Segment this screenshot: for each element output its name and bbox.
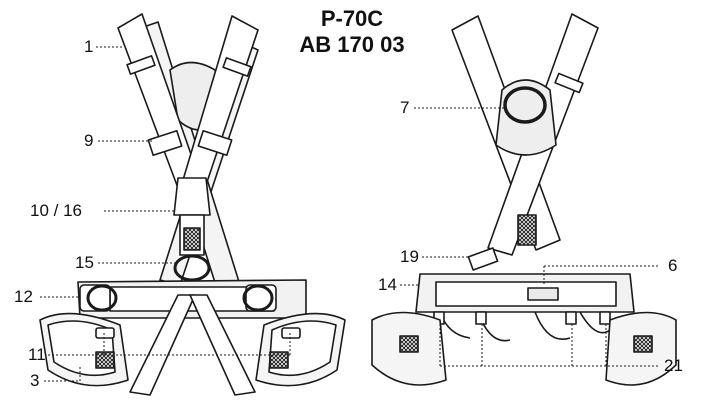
front-leg-mesh-right [269, 351, 289, 369]
back-view [371, 13, 677, 386]
back-leg-mesh-right [633, 335, 653, 353]
front-side-plate-left [79, 284, 111, 312]
model-code: AB 170 03 [299, 32, 405, 57]
back-gear-clip-2 [475, 311, 487, 325]
leader-3 [44, 366, 81, 382]
model-name: P-70C [320, 6, 384, 31]
callout-6: 6 [668, 256, 678, 275]
callout-10-16: 10 / 16 [30, 201, 82, 220]
back-dorsal-plate [495, 79, 557, 156]
back-leg-mesh-left [399, 335, 419, 353]
callout-11: 11 [28, 345, 46, 364]
back-label-6 [527, 287, 559, 301]
callout-15: 15 [75, 253, 94, 272]
callout-19: 19 [400, 247, 419, 266]
leader-lines [40, 46, 660, 382]
callout-7: 7 [400, 98, 410, 117]
back-buckle-right-upper [554, 72, 584, 94]
front-leg-strap-right [189, 294, 256, 396]
front-chest-connector [173, 177, 211, 216]
front-buckle-right-9 [197, 129, 233, 157]
front-buckle-left-upper [126, 55, 156, 75]
callout-1: 1 [84, 37, 94, 56]
leader-11 [48, 333, 291, 356]
front-side-d-ring-left [86, 284, 118, 312]
front-side-d-ring-right [242, 284, 274, 312]
callout-9: 9 [84, 131, 94, 150]
front-leg-buckle-left [95, 327, 115, 339]
front-view [39, 13, 346, 396]
back-gear-clip-3 [565, 311, 577, 325]
callout-14: 14 [378, 275, 397, 294]
model-title: P-70C AB 170 03 [252, 6, 452, 58]
front-leg-mesh-left [95, 351, 115, 369]
back-belt-pad [435, 281, 617, 307]
back-gear-loop-4 [579, 311, 611, 334]
back-gear-clip-4 [599, 311, 611, 325]
callout-12: 12 [14, 287, 33, 306]
callout-3: 3 [30, 371, 40, 390]
front-buckle-right-upper [222, 57, 252, 77]
back-buckle-19 [467, 247, 499, 271]
back-gear-loop-3 [534, 311, 571, 340]
leader-6 [543, 265, 660, 286]
front-buckle-left-9 [147, 129, 183, 157]
back-dorsal-d-ring [503, 86, 547, 124]
front-ventral-d-ring [173, 254, 211, 282]
back-mesh-panel [517, 214, 537, 246]
callout-21: 21 [664, 356, 683, 375]
front-mesh-panel [183, 227, 201, 251]
front-leg-buckle-right [281, 327, 301, 339]
leader-21 [439, 324, 660, 367]
